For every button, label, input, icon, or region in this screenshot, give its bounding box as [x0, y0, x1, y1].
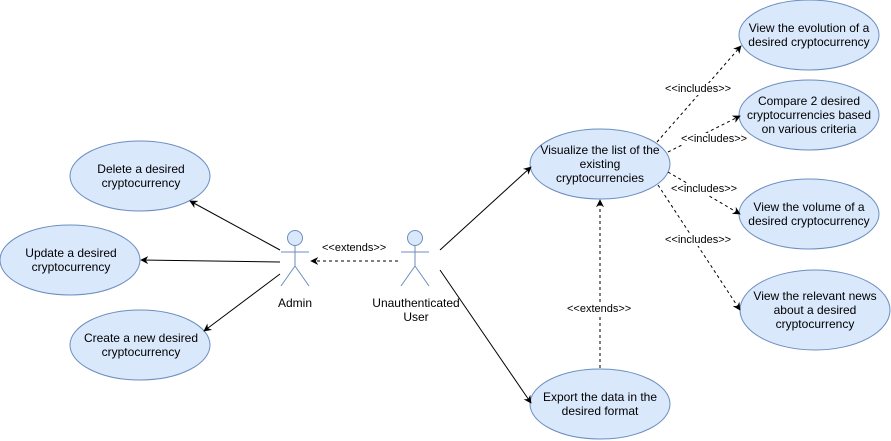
- admin-actor-figure[interactable]: [280, 230, 310, 287]
- uc-news-shape[interactable]: [739, 269, 891, 351]
- uc-volume-shape[interactable]: [738, 178, 880, 250]
- edge-include-compare: [667, 115, 741, 153]
- uc-update-shape[interactable]: [0, 224, 141, 296]
- includes-label-volume: <<includes>>: [670, 183, 739, 195]
- user-actor-figure[interactable]: [400, 230, 430, 287]
- edge-user-visualize: [439, 166, 532, 251]
- extends-label-actors: <<extends>>: [321, 242, 388, 254]
- edge-include-news: [657, 184, 741, 311]
- uc-compare-shape[interactable]: [738, 79, 880, 151]
- uc-delete-shape[interactable]: [69, 140, 211, 212]
- extends-label-export: <<extends>>: [566, 303, 633, 315]
- uc-create-shape[interactable]: [69, 309, 211, 381]
- edge-admin-delete: [189, 200, 281, 251]
- edge-include-volume: [667, 171, 741, 215]
- uc-evolution-shape[interactable]: [738, 0, 880, 71]
- edge-admin-update: [140, 256, 281, 265]
- includes-label-news: <<includes>>: [664, 234, 733, 246]
- uc-export-shape[interactable]: [529, 368, 671, 440]
- includes-label-compare: <<includes>>: [680, 133, 749, 145]
- edge-admin-create: [203, 273, 281, 332]
- uc-visualize-shape[interactable]: [529, 128, 671, 200]
- edge-user-export: [439, 269, 532, 404]
- includes-label-evolution: <<includes>>: [664, 83, 733, 95]
